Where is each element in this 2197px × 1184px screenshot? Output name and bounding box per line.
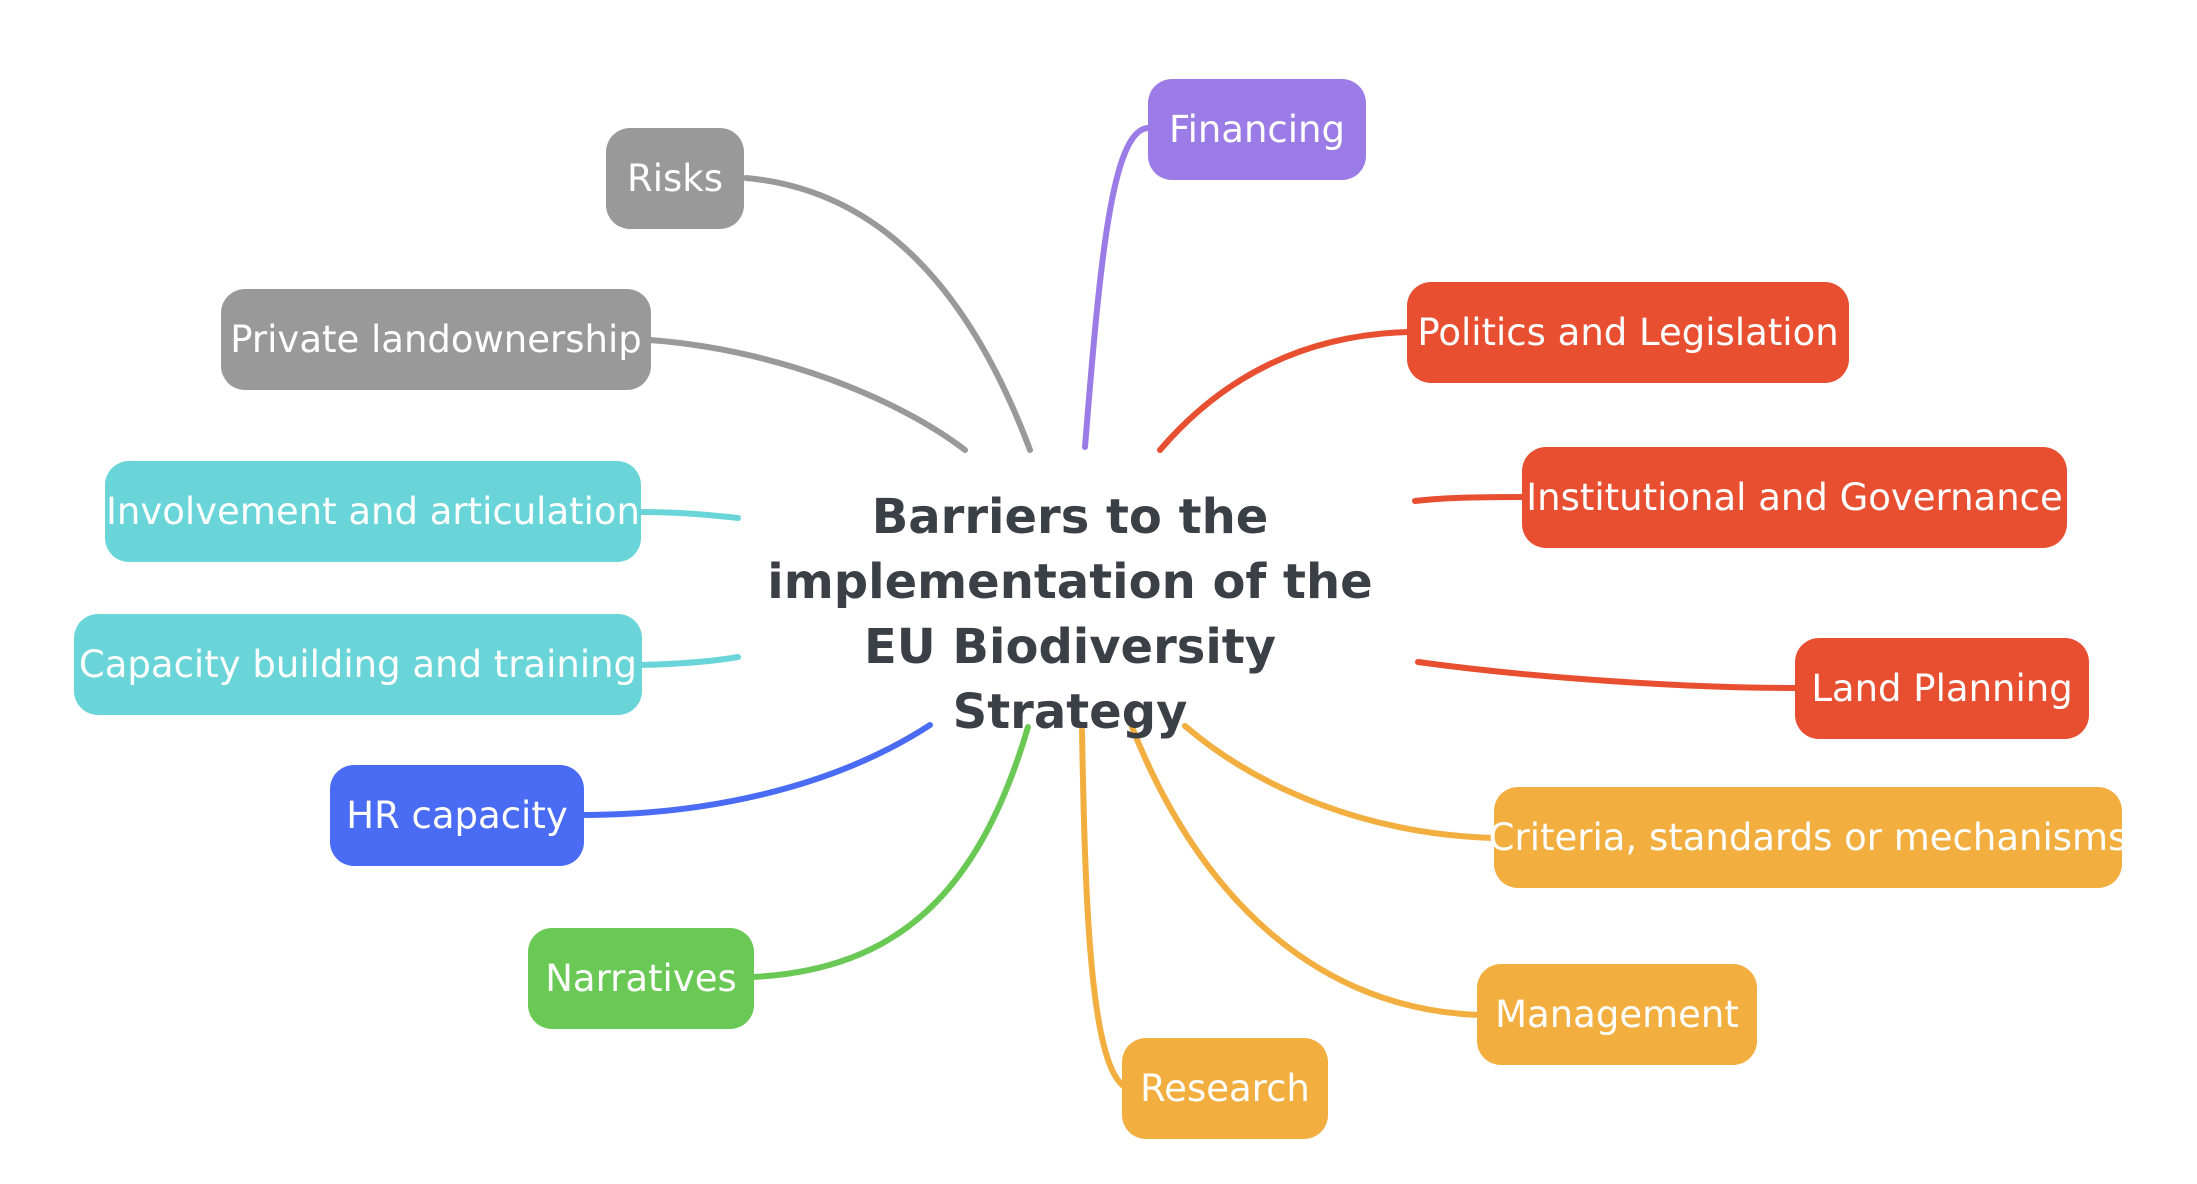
node-politics-legislation[interactable]: Politics and Legislation <box>1407 282 1849 383</box>
connector-involvement <box>637 509 741 521</box>
central-topic-line-2: implementation of the <box>767 554 1373 610</box>
node-research-label: Research <box>1140 1067 1310 1110</box>
central-topic-line-3: EU Biodiversity Strategy <box>863 619 1277 740</box>
node-research[interactable]: Research <box>1122 1038 1328 1139</box>
connector-hr-capacity <box>579 722 933 818</box>
node-land-planning[interactable]: Land Planning <box>1795 638 2089 739</box>
connector-research <box>1079 727 1128 1090</box>
node-hr-capacity[interactable]: HR capacity <box>330 765 584 866</box>
node-politics-legislation-label: Politics and Legislation <box>1417 311 1839 354</box>
node-management-label: Management <box>1495 993 1739 1036</box>
node-institutional-governance[interactable]: Institutional and Governance <box>1522 447 2067 548</box>
connector-politics <box>1157 329 1411 453</box>
connector-institutional <box>1412 494 1528 504</box>
connector-criteria <box>1182 723 1500 841</box>
node-management[interactable]: Management <box>1477 964 1757 1065</box>
connector-management <box>1129 724 1483 1018</box>
node-narratives[interactable]: Narratives <box>528 928 754 1029</box>
node-criteria-standards-mechanisms[interactable]: Criteria, standards or mechanisms <box>1489 787 2127 888</box>
node-private-landownership[interactable]: Private landownership <box>221 289 651 390</box>
node-narratives-label: Narratives <box>545 957 737 1000</box>
node-involvement-articulation-label: Involvement and articulation <box>105 490 641 533</box>
connector-risks <box>743 175 1033 453</box>
connector-capacity-building <box>637 654 741 668</box>
node-criteria-standards-mechanisms-label: Criteria, standards or mechanisms <box>1488 816 2128 859</box>
node-capacity-building-training-label: Capacity building and training <box>78 643 638 686</box>
central-topic[interactable]: Barriers to the implementation of the EU… <box>740 485 1400 745</box>
node-risks-label: Risks <box>627 157 723 200</box>
node-risks[interactable]: Risks <box>606 128 744 229</box>
node-financing-label: Financing <box>1168 108 1345 151</box>
node-hr-capacity-label: HR capacity <box>346 794 568 837</box>
node-capacity-building-training[interactable]: Capacity building and training <box>74 614 642 715</box>
connector-narratives <box>749 724 1031 980</box>
connector-private-landownership <box>647 337 968 453</box>
central-topic-line-1: Barriers to the <box>871 489 1269 545</box>
connector-land-planning <box>1415 659 1800 691</box>
node-involvement-articulation[interactable]: Involvement and articulation <box>105 461 641 562</box>
node-land-planning-label: Land Planning <box>1811 667 2073 710</box>
node-private-landownership-label: Private landownership <box>230 318 642 361</box>
node-financing[interactable]: Financing <box>1148 79 1366 180</box>
connector-financing <box>1082 125 1151 450</box>
node-institutional-governance-label: Institutional and Governance <box>1526 476 2063 519</box>
